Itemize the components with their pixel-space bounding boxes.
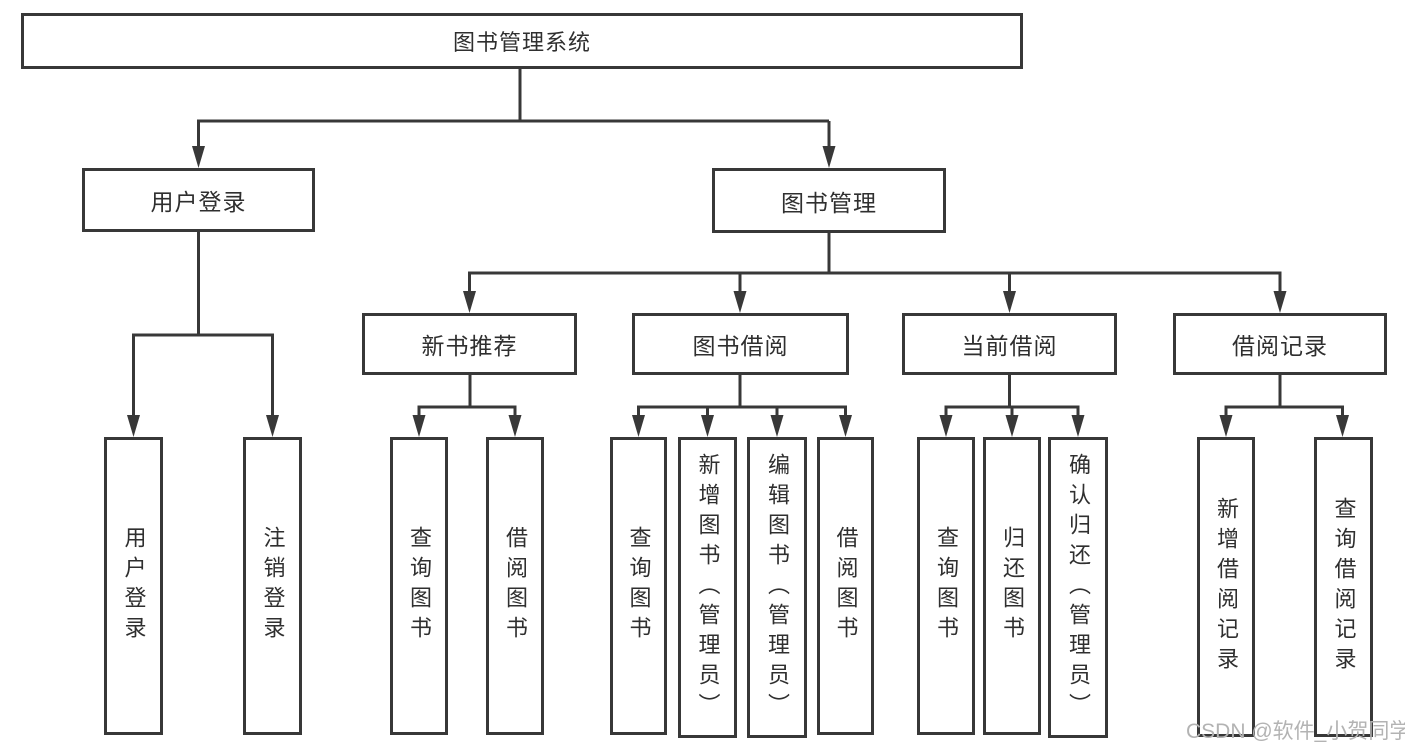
node-borrow-records: 借阅记录 bbox=[1173, 313, 1387, 375]
leaf-return-books: 归还图书 bbox=[983, 437, 1041, 735]
leaf-user-login: 用户登录 bbox=[104, 437, 163, 735]
leaf-current-query-books: 查询图书 bbox=[917, 437, 975, 735]
leaf-new-books-borrow: 借阅图书 bbox=[486, 437, 544, 735]
connector-book-mgmt-to-level3 bbox=[468, 233, 1282, 293]
connector-book-borrow-to-children bbox=[637, 375, 847, 417]
leaf-add-borrow-record: 新增借阅记录 bbox=[1197, 437, 1255, 737]
leaf-add-books-admin: 新增图书（管理员） bbox=[678, 437, 737, 738]
leaf-borrow-books: 借阅图书 bbox=[817, 437, 874, 735]
node-user-login: 用户登录 bbox=[82, 168, 315, 232]
node-current-borrow: 当前借阅 bbox=[902, 313, 1117, 375]
leaf-query-borrow-record: 查询借阅记录 bbox=[1314, 437, 1373, 737]
node-new-book-recommend: 新书推荐 bbox=[362, 313, 577, 375]
leaf-edit-books-admin: 编辑图书（管理员） bbox=[747, 437, 807, 738]
connector-current-borrow-to-children bbox=[944, 375, 1080, 417]
connector-new-books-to-children bbox=[417, 375, 517, 417]
node-book-borrow: 图书借阅 bbox=[632, 313, 849, 375]
arrowheads-level2 bbox=[192, 146, 836, 168]
arrowheads-level3 bbox=[463, 291, 1287, 313]
arrowheads-new-books-children bbox=[412, 415, 522, 437]
connector-borrow-records-to-children bbox=[1224, 375, 1344, 417]
leaf-new-books-query: 查询图书 bbox=[390, 437, 448, 735]
leaf-confirm-return-admin: 确认归还（管理员） bbox=[1048, 437, 1108, 738]
arrowheads-user-login-children bbox=[127, 415, 279, 437]
leaf-borrow-query-books: 查询图书 bbox=[610, 437, 667, 735]
leaf-logout: 注销登录 bbox=[243, 437, 302, 735]
node-book-management: 图书管理 bbox=[712, 168, 946, 233]
node-root-library-system: 图书管理系统 bbox=[21, 13, 1023, 69]
arrowheads-book-borrow-children bbox=[632, 415, 852, 437]
arrowheads-borrow-records-children bbox=[1219, 415, 1349, 437]
csdn-watermark: CSDN @软件_小贺同学 bbox=[1186, 720, 1405, 743]
arrowheads-current-borrow-children bbox=[939, 415, 1085, 437]
connector-root-to-level2 bbox=[197, 69, 831, 148]
connector-user-login-to-children bbox=[132, 232, 274, 417]
